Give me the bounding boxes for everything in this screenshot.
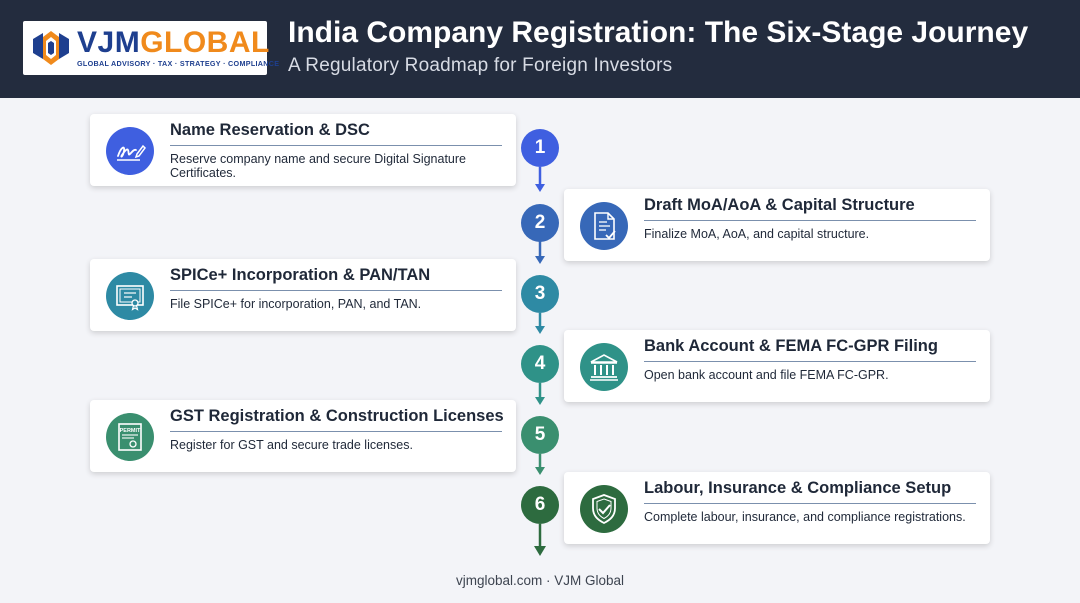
brand-tagline: GLOBAL ADVISORY · TAX · STRATEGY · COMPL… xyxy=(77,59,280,68)
bank-icon xyxy=(580,343,628,391)
stage-title: GST Registration & Construction Licenses xyxy=(170,407,504,425)
title-divider xyxy=(170,290,502,291)
stage-card-5: PERMIT GST Registration & Construction L… xyxy=(90,400,516,472)
footer-text: vjmglobal.com · VJM Global xyxy=(455,573,625,588)
brand-wordmark: VJMGLOBAL xyxy=(77,27,270,59)
title-divider xyxy=(170,145,502,146)
step-number-3: 3 xyxy=(521,275,559,313)
stage-card-2: Draft MoA/AoA & Capital Structure Finali… xyxy=(564,189,990,261)
brand-word-b: GLOBAL xyxy=(140,26,270,59)
brand-word-a: VJM xyxy=(77,26,141,59)
stage-card-3: SPICe+ Incorporation & PAN/TAN File SPIC… xyxy=(90,259,516,331)
signature-icon xyxy=(106,127,154,175)
stage-card-4: Bank Account & FEMA FC-GPR Filing Open b… xyxy=(564,330,990,402)
step-number-6: 6 xyxy=(521,486,559,524)
step-number-1: 1 xyxy=(521,129,559,167)
stage-description: Open bank account and file FEMA FC-GPR. xyxy=(644,368,889,382)
step-number-5: 5 xyxy=(521,416,559,454)
shield-check-icon xyxy=(580,485,628,533)
stage-title: Name Reservation & DSC xyxy=(170,121,370,139)
stage-title: Draft MoA/AoA & Capital Structure xyxy=(644,196,915,214)
stage-title: Labour, Insurance & Compliance Setup xyxy=(644,479,952,497)
stage-description: Register for GST and secure trade licens… xyxy=(170,438,413,452)
step-number-2: 2 xyxy=(521,204,559,242)
permit-icon: PERMIT xyxy=(106,413,154,461)
certificate-icon xyxy=(106,272,154,320)
title-divider xyxy=(170,431,502,432)
stage-description: Reserve company name and secure Digital … xyxy=(170,152,466,180)
page-title: India Company Registration: The Six-Stag… xyxy=(288,16,1029,49)
title-divider xyxy=(644,220,976,221)
stage-description: Finalize MoA, AoA, and capital structure… xyxy=(644,227,870,241)
stage-card-6: Labour, Insurance & Compliance Setup Com… xyxy=(564,472,990,544)
title-divider xyxy=(644,361,976,362)
brand-logo-icon xyxy=(33,31,69,65)
stage-title: Bank Account & FEMA FC-GPR Filing xyxy=(644,337,938,355)
header-bar: VJMGLOBAL GLOBAL ADVISORY · TAX · STRATE… xyxy=(0,0,1080,98)
brand-logo: VJMGLOBAL GLOBAL ADVISORY · TAX · STRATE… xyxy=(23,21,279,75)
page-subtitle: A Regulatory Roadmap for Foreign Investo… xyxy=(288,55,673,76)
stage-description: File SPICe+ for incorporation, PAN, and … xyxy=(170,297,422,311)
stage-title: SPICe+ Incorporation & PAN/TAN xyxy=(170,266,431,284)
step-number-4: 4 xyxy=(521,345,559,383)
title-divider xyxy=(644,503,976,504)
permit-icon-text: PERMIT xyxy=(120,428,141,434)
document-check-icon xyxy=(580,202,628,250)
stage-card-1: Name Reservation & DSC Reserve company n… xyxy=(90,114,516,186)
stage-description: Complete labour, insurance, and complian… xyxy=(644,510,966,524)
